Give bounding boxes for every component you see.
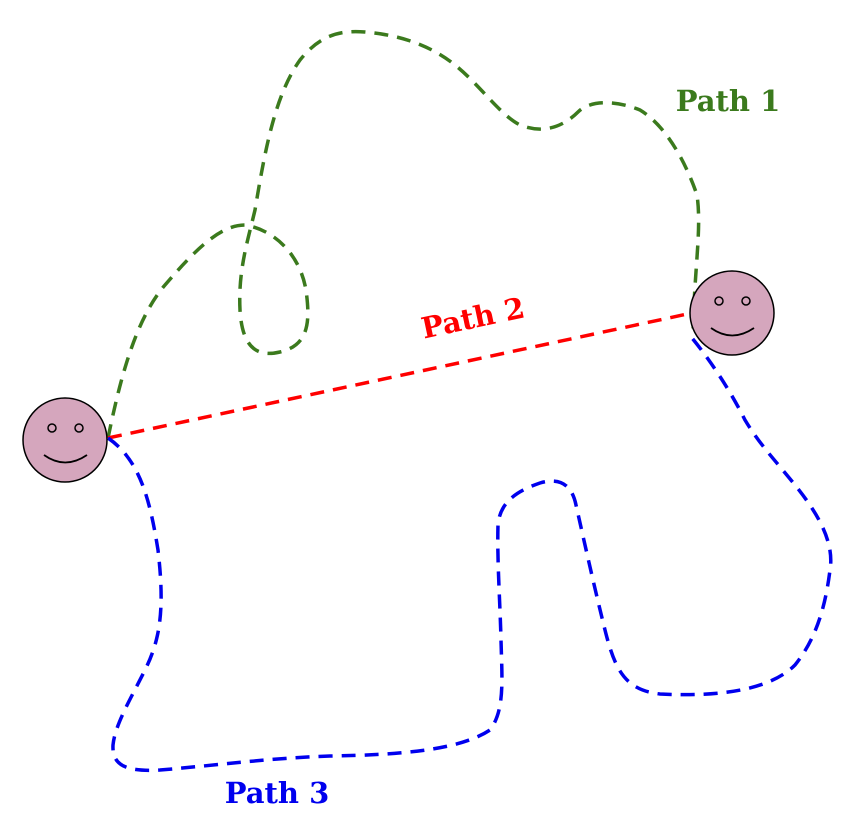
left-eye-icon [47, 423, 57, 433]
smile-icon [43, 454, 88, 464]
smile-icon [710, 327, 755, 337]
left-eye-icon [714, 296, 724, 306]
path-3-label: Path 3 [225, 776, 330, 810]
path-2-label: Path 2 [418, 290, 527, 345]
end-face [689, 270, 775, 356]
path-3-line [107, 336, 833, 773]
right-eye-icon [741, 296, 751, 306]
right-eye-icon [74, 423, 84, 433]
path-1-label: Path 1 [676, 84, 781, 118]
start-face [22, 397, 108, 483]
path-1-line [106, 29, 701, 439]
path-2-line [107, 311, 693, 440]
